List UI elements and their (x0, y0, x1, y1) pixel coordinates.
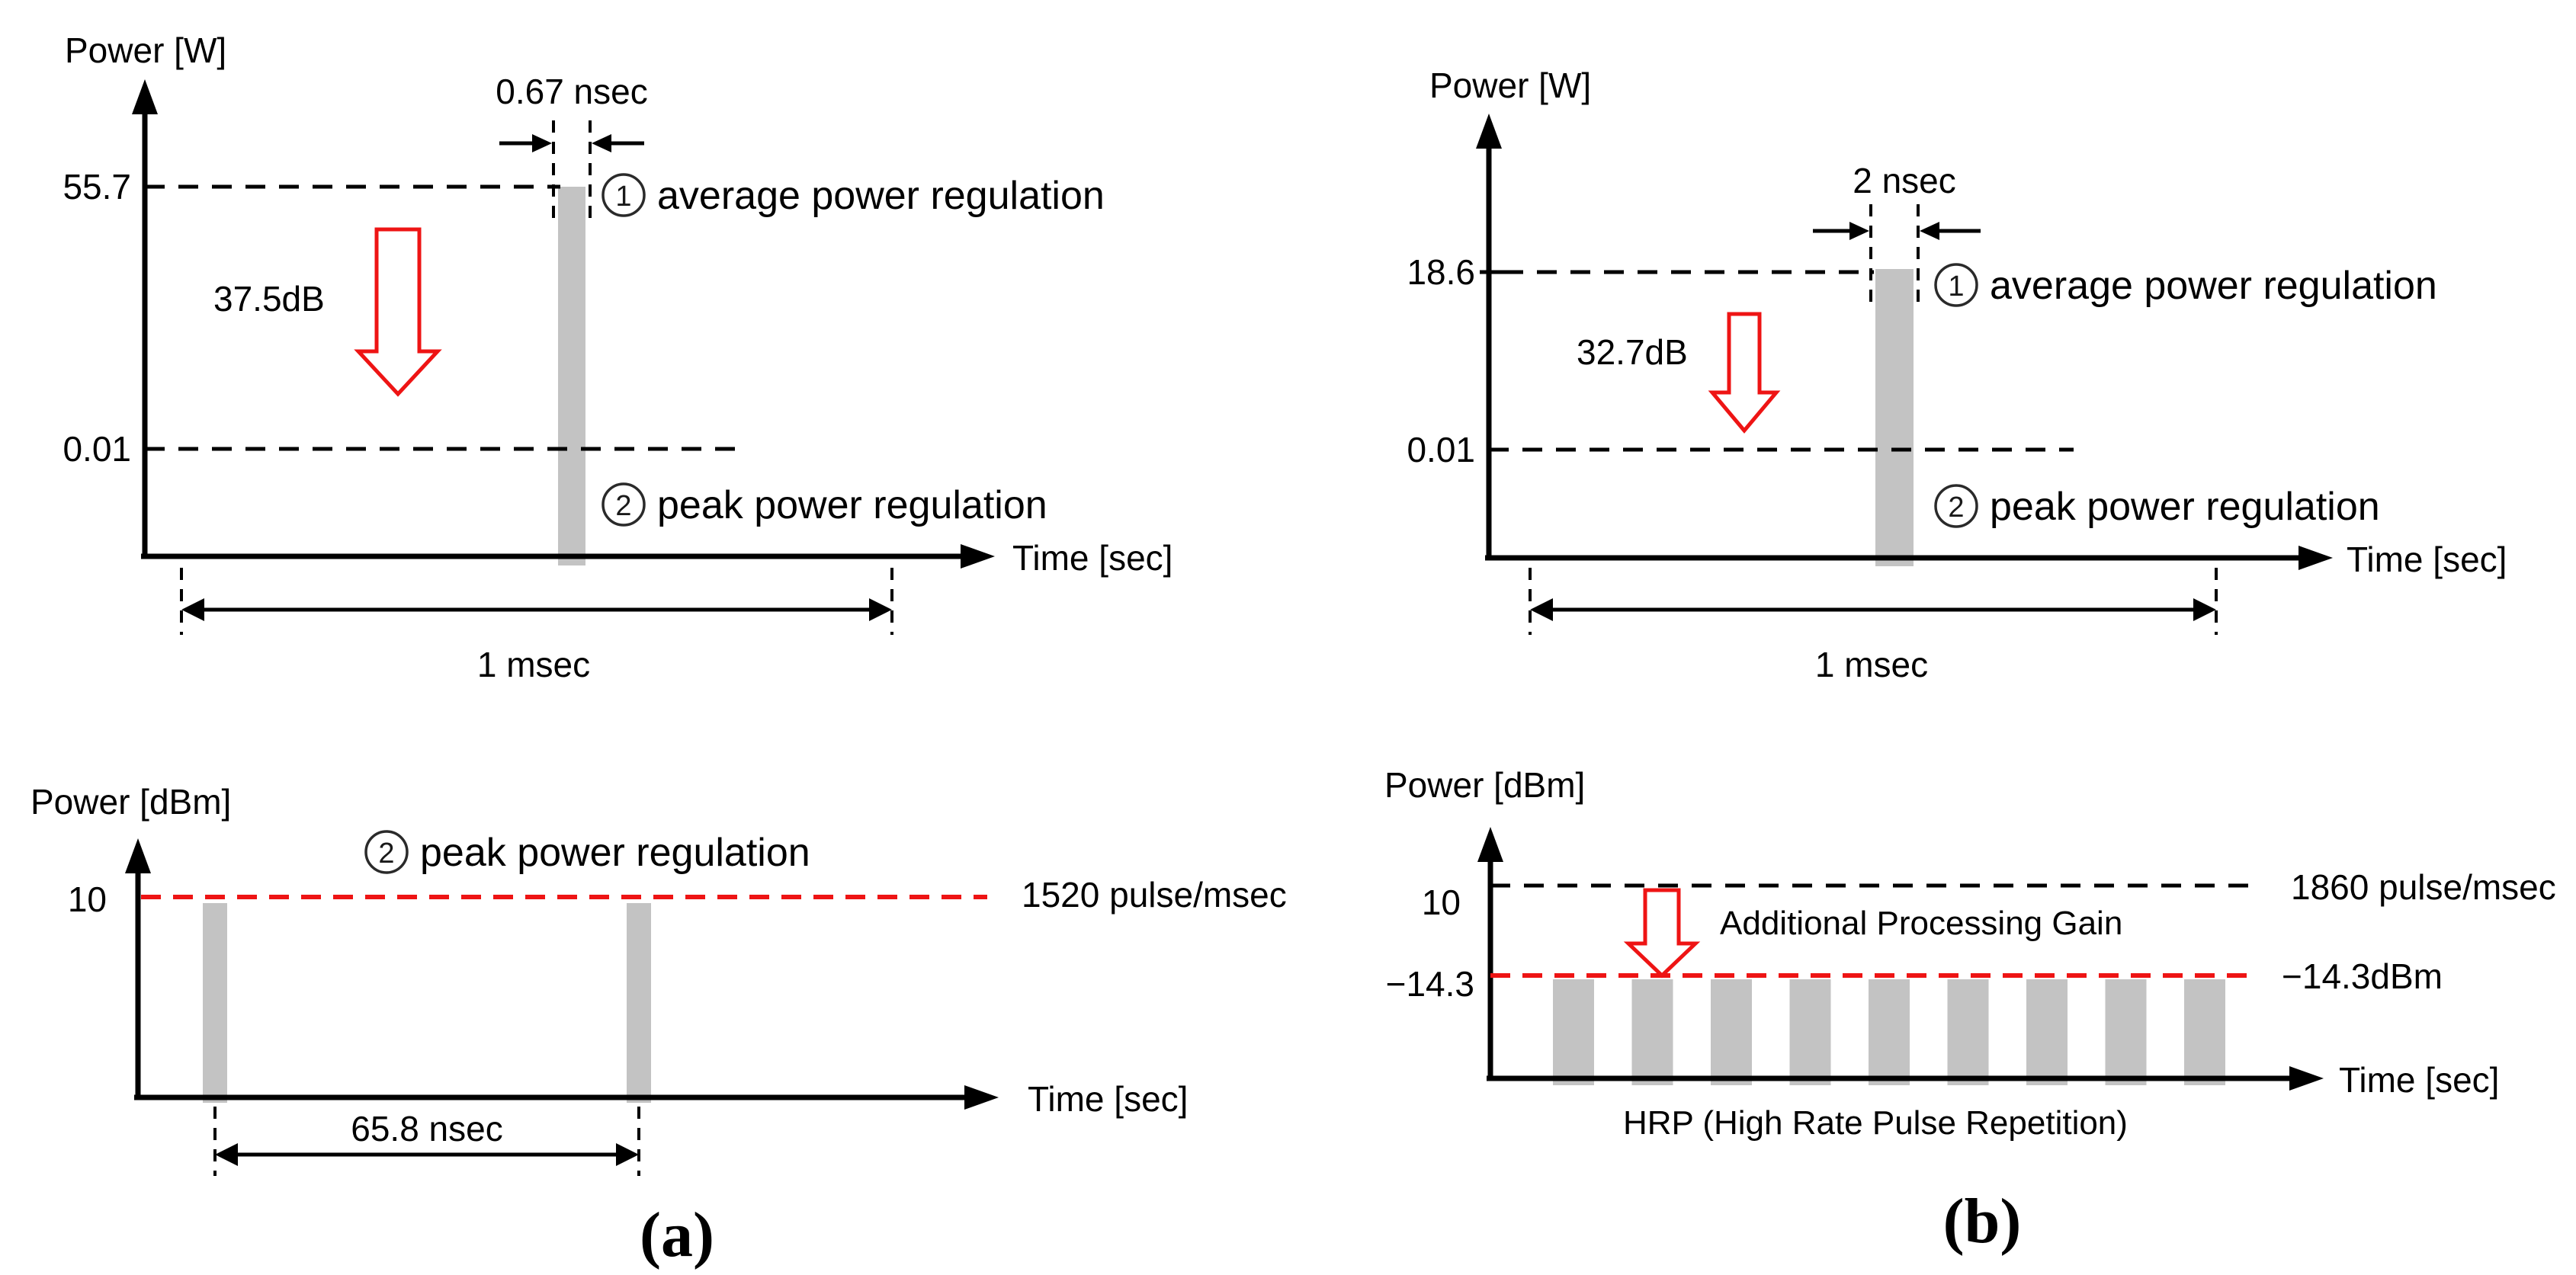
y-axis-arrow-icon (132, 79, 158, 114)
y-axis-title: Power [dBm] (30, 782, 231, 822)
y-axis-arrow-icon (1476, 114, 1502, 149)
pulse-bar (1553, 979, 1594, 1085)
attenuation-label: 32.7dB (1577, 332, 1688, 372)
span-arrow-left-head-icon (1530, 598, 1553, 621)
processing-gain-arrow-icon (1623, 888, 1701, 979)
pulse-bar (2105, 979, 2147, 1085)
peak-power-regulation-label: peak power regulation (420, 831, 810, 875)
x-axis-title: Time [sec] (2347, 540, 2507, 579)
width-arrow-left-head-icon (532, 134, 552, 152)
y-axis-title: Power [dBm] (1384, 765, 1585, 805)
hrp-bars (1553, 979, 2225, 1085)
gap-label: 65.8 nsec (351, 1109, 502, 1148)
caption-a: (a) (640, 1200, 714, 1270)
marker-2-number: 2 (378, 838, 394, 870)
hrp-level-label: −14.3dBm (2282, 956, 2443, 996)
marker-2-circle-icon (1934, 484, 1978, 528)
y-value-peak: 18.6 (1407, 252, 1475, 292)
marker-1-number: 1 (1948, 271, 1964, 303)
pulse-bar (1631, 979, 1673, 1085)
hrp-caption: HRP (High Rate Pulse Repetition) (1623, 1104, 2128, 1142)
width-arrow-right-head-icon (1920, 222, 1939, 240)
attenuation-arrow-icon (354, 227, 442, 397)
y-value-top: 10 (1422, 883, 1461, 922)
x-axis-arrow-icon (964, 1085, 999, 1110)
span-label: 1 msec (477, 645, 590, 684)
pulse-width-label: 2 nsec (1853, 161, 1956, 200)
width-arrow-right-head-icon (592, 134, 611, 152)
span-arrow-left-head-icon (181, 598, 204, 621)
span-arrow-right-head-icon (869, 598, 892, 621)
pulse-bar (1789, 979, 1831, 1085)
x-axis-title: Time [sec] (1012, 538, 1173, 578)
x-axis-arrow-icon (2289, 1066, 2324, 1091)
marker-2-number: 2 (615, 490, 631, 522)
y-axis-title: Power [W] (1429, 66, 1591, 105)
panel-top-left: Power [W] 55.7 0.01 0.67 nsec 37.5dB 1 a… (63, 30, 1173, 684)
panel-top-right: Power [W] 18.6 0.01 2 nsec 32.7dB 1 aver… (1407, 66, 2507, 684)
pulse-bar (1711, 979, 1752, 1085)
y-value-bottom: −14.3 (1386, 964, 1474, 1004)
caption-b: (b) (1943, 1186, 2022, 1257)
pulse-bar (558, 187, 585, 565)
x-axis-arrow-icon (961, 544, 995, 569)
marker-2-number: 2 (1948, 492, 1964, 524)
span-arrow-right-head-icon (2193, 598, 2216, 621)
pulse-rate-label: 1860 pulse/msec (2291, 867, 2556, 907)
pulse-bar (1875, 269, 1914, 566)
peak-power-regulation-label: peak power regulation (1990, 485, 2380, 529)
pulse-rate-label: 1520 pulse/msec (1022, 875, 1287, 915)
pulse-bar (203, 903, 227, 1103)
marker-2-circle-icon (601, 482, 646, 527)
pulse-bar (1869, 979, 1910, 1085)
x-axis-arrow-icon (2299, 546, 2333, 570)
average-power-regulation-label: average power regulation (657, 174, 1105, 218)
pulse-bar (1947, 979, 1989, 1085)
y-value-peak: 55.7 (63, 167, 131, 207)
pulse-bar (2026, 979, 2068, 1085)
y-axis-title: Power [W] (65, 30, 226, 70)
y-value-level: 10 (68, 879, 107, 919)
y-value-limit: 0.01 (1407, 430, 1475, 469)
marker-2-circle-icon (364, 830, 409, 874)
panel-bottom-right: Power [dBm] 10 −14.3 1860 pulse/msec −14… (1384, 765, 2556, 1257)
processing-gain-label: Additional Processing Gain (1720, 905, 2122, 942)
marker-1-circle-icon (601, 173, 646, 217)
attenuation-label: 37.5dB (213, 279, 325, 319)
pulse-bar (2184, 979, 2225, 1085)
span-label: 1 msec (1815, 645, 1928, 684)
gap-arrow-left-head-icon (215, 1143, 238, 1166)
x-axis-title: Time [sec] (2339, 1060, 2499, 1100)
pulse-bar (627, 903, 651, 1103)
average-power-regulation-label: average power regulation (1990, 264, 2437, 308)
y-value-limit: 0.01 (63, 429, 131, 469)
y-axis-arrow-icon (125, 838, 151, 873)
gap-arrow-right-head-icon (616, 1143, 639, 1166)
y-axis-arrow-icon (1477, 827, 1503, 862)
peak-power-regulation-label: peak power regulation (657, 483, 1047, 527)
marker-1-number: 1 (615, 181, 631, 213)
marker-1-circle-icon (1934, 263, 1978, 307)
x-axis-title: Time [sec] (1028, 1079, 1188, 1119)
pulse-width-label: 0.67 nsec (496, 72, 647, 111)
width-arrow-left-head-icon (1849, 222, 1869, 240)
panel-bottom-left: Power [dBm] 10 2 peak power regulation 1… (30, 782, 1287, 1270)
attenuation-arrow-icon (1708, 312, 1781, 434)
